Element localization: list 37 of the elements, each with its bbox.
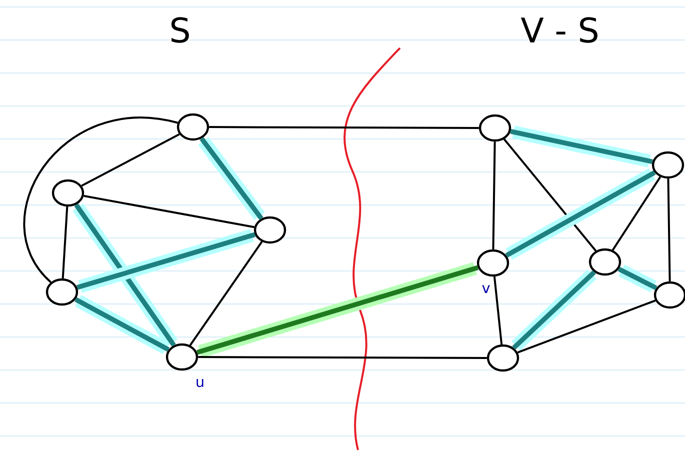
highlighted-edge (505, 168, 656, 260)
edge (81, 133, 180, 187)
vertex-label: u (196, 378, 204, 388)
edge (209, 126, 479, 129)
edge (198, 356, 487, 359)
edge (189, 241, 263, 346)
highlighted-edge (510, 126, 653, 168)
graph-vertex (476, 249, 510, 277)
graph-vertex (46, 278, 78, 306)
graph-vertex (588, 248, 622, 276)
highlighted-edge (618, 264, 658, 292)
highlighted-edge (74, 295, 170, 354)
highlighted-edge (198, 137, 265, 220)
edge (503, 138, 597, 252)
graph-vertex (52, 179, 84, 207)
graph-vertex (254, 216, 286, 244)
highlighted-edge (76, 229, 256, 293)
highlighted-edge (72, 203, 178, 347)
graph-vertex (654, 281, 685, 309)
edge (493, 276, 503, 345)
graph-vertex (478, 114, 512, 142)
graph-vertex (176, 113, 210, 141)
set-label: S (171, 17, 189, 43)
graph-vertex (652, 151, 684, 179)
vertex-label: v (482, 285, 490, 293)
edge (492, 142, 496, 250)
edge (517, 300, 656, 354)
edge (84, 194, 254, 228)
set-label: V - S (520, 17, 598, 43)
graph-vertex (486, 344, 520, 372)
edge (23, 116, 178, 283)
highlighted-edge (511, 269, 597, 351)
edge (667, 178, 671, 282)
highlighted-edge (196, 262, 479, 358)
edge (62, 206, 68, 278)
edge (612, 176, 662, 251)
graph-vertex (166, 343, 198, 371)
